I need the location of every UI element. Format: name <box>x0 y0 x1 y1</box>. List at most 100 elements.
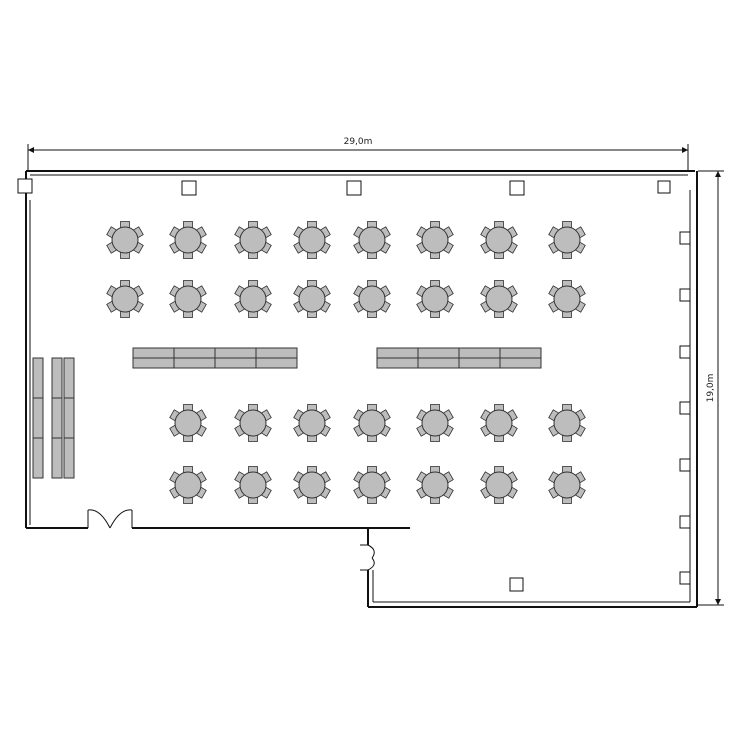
round-table <box>169 404 207 442</box>
table-top <box>553 226 581 254</box>
round-table <box>416 466 454 504</box>
side-tables <box>32 357 75 479</box>
side-table <box>51 357 63 399</box>
round-table <box>353 404 391 442</box>
side-table <box>32 357 44 399</box>
round-table <box>416 221 454 259</box>
side-table <box>32 437 44 479</box>
round-table <box>293 404 331 442</box>
height-dimension: 19,0m <box>698 170 724 606</box>
round-table <box>106 221 144 259</box>
window-bay <box>679 571 690 585</box>
round-table <box>548 280 586 318</box>
rect-table <box>173 347 216 359</box>
table-top <box>298 409 326 437</box>
window-bay <box>679 231 690 245</box>
width-dimension: 29,0m <box>27 137 689 170</box>
side-table <box>63 437 75 479</box>
table-top <box>239 285 267 313</box>
height-label: 19,0m <box>706 374 716 403</box>
side-table <box>51 397 63 439</box>
side-table <box>63 357 75 399</box>
table-top <box>358 409 386 437</box>
round-table <box>234 221 272 259</box>
pillar <box>657 180 671 194</box>
window-bay <box>679 401 690 415</box>
pillar <box>17 178 33 194</box>
rect-table <box>255 347 298 359</box>
rect-table <box>458 357 501 369</box>
window-bay <box>679 288 690 302</box>
table-top <box>421 409 449 437</box>
window-bays <box>679 231 690 585</box>
pillars <box>17 178 671 592</box>
rect-table <box>417 347 460 359</box>
table-top <box>485 226 513 254</box>
pillar <box>346 180 362 196</box>
round-table <box>353 466 391 504</box>
table-top <box>239 409 267 437</box>
round-table <box>353 221 391 259</box>
side-table <box>51 437 63 479</box>
round-table <box>480 404 518 442</box>
table-top <box>358 471 386 499</box>
rect-table <box>499 347 542 359</box>
table-top <box>485 285 513 313</box>
table-top <box>358 285 386 313</box>
round-table <box>548 466 586 504</box>
round-table <box>416 404 454 442</box>
window-bay <box>679 515 690 529</box>
window-bay <box>679 458 690 472</box>
table-top <box>553 471 581 499</box>
rect-table <box>499 357 542 369</box>
pillar <box>181 180 197 196</box>
main-door <box>87 509 133 529</box>
round-table <box>234 404 272 442</box>
window-bay <box>679 345 690 359</box>
table-top <box>239 471 267 499</box>
round-table <box>293 221 331 259</box>
round-table <box>480 280 518 318</box>
rect-table <box>214 347 257 359</box>
side-table <box>32 397 44 439</box>
round-table <box>169 280 207 318</box>
round-table <box>480 221 518 259</box>
rect-table <box>173 357 216 369</box>
walls <box>25 170 698 608</box>
table-top <box>485 409 513 437</box>
width-label: 29,0m <box>344 137 373 147</box>
table-top <box>239 226 267 254</box>
rect-table <box>376 347 419 359</box>
round-table <box>548 404 586 442</box>
pillar <box>509 180 525 196</box>
table-top <box>421 285 449 313</box>
rect-table <box>458 347 501 359</box>
pillar <box>509 577 524 592</box>
round-table <box>234 466 272 504</box>
table-top <box>358 226 386 254</box>
table-top <box>485 471 513 499</box>
round-table <box>234 280 272 318</box>
rect-table <box>132 347 175 359</box>
table-top <box>111 285 139 313</box>
round-table <box>169 221 207 259</box>
rect-table <box>132 357 175 369</box>
table-top <box>298 285 326 313</box>
round-table <box>169 466 207 504</box>
side-table <box>63 397 75 439</box>
round-table <box>480 466 518 504</box>
rect-tables <box>132 347 542 369</box>
round-table <box>293 466 331 504</box>
table-top <box>421 471 449 499</box>
table-top <box>174 471 202 499</box>
side-door <box>360 544 375 571</box>
table-top <box>174 409 202 437</box>
round-tables <box>106 221 586 504</box>
table-top <box>553 409 581 437</box>
table-top <box>298 471 326 499</box>
round-table <box>353 280 391 318</box>
round-table <box>416 280 454 318</box>
round-table <box>106 280 144 318</box>
round-table <box>548 221 586 259</box>
